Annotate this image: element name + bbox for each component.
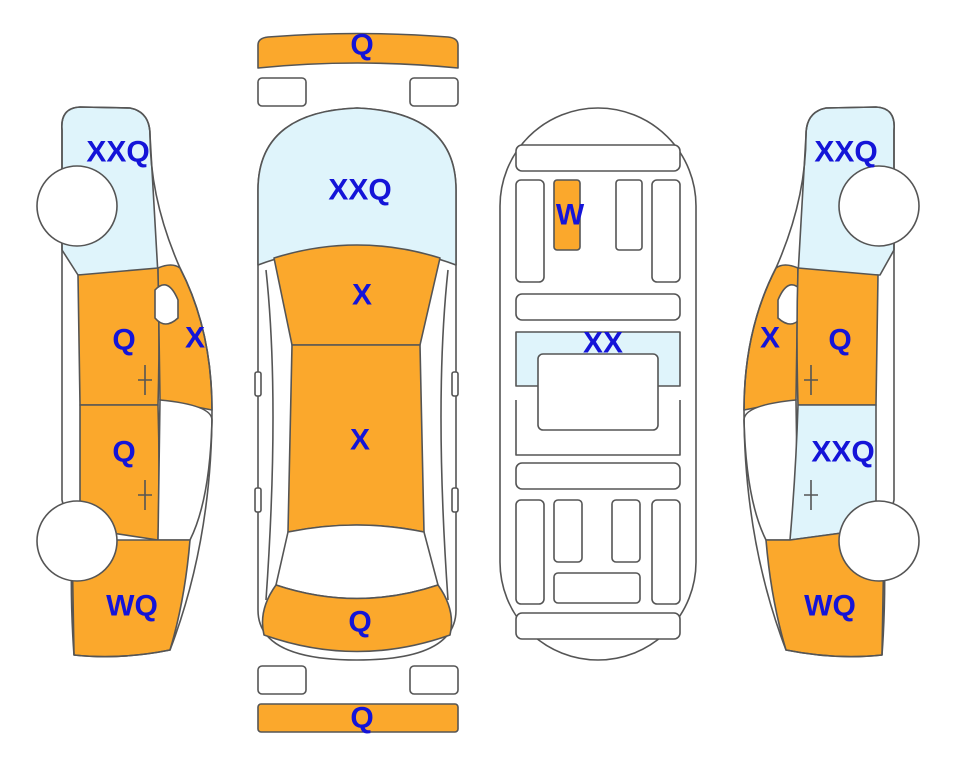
interior-rear-left-seat xyxy=(553,499,583,563)
top-left-mirror xyxy=(254,371,262,397)
front-right-headlight xyxy=(409,77,459,107)
interior-trunk-lid xyxy=(515,612,681,640)
interior-outline xyxy=(499,107,697,661)
label-right-front-glass: XXQ xyxy=(814,136,877,169)
interior-rear-sides xyxy=(515,400,681,456)
interior-front-right-pillar xyxy=(651,179,681,283)
interior-passenger-seat xyxy=(615,179,643,251)
right-side-view: XXQ X Q XXQ WQ xyxy=(743,106,920,658)
label-top-hood: X xyxy=(352,279,372,312)
top-left-handle xyxy=(254,487,262,513)
top-right-handle xyxy=(451,487,459,513)
right-front-wheel xyxy=(838,165,920,247)
interior-rear-bench xyxy=(553,572,641,604)
left-front-handle xyxy=(138,365,152,395)
label-right-rear-quarter: WQ xyxy=(804,590,856,623)
label-top-windshield: XXQ xyxy=(328,174,391,207)
label-top-trunk: Q xyxy=(348,606,371,639)
right-rear-wheel xyxy=(838,500,920,582)
label-right-rear-glass: XXQ xyxy=(811,436,874,469)
right-front-handle xyxy=(804,365,818,395)
left-rear-handle xyxy=(138,480,152,510)
interior-front-left-pillar xyxy=(515,179,545,283)
label-rear-bumper: Q xyxy=(350,702,373,735)
top-view: XXQ X X Q xyxy=(254,107,459,661)
front-bumper-panel[interactable] xyxy=(257,32,459,69)
top-right-mirror xyxy=(451,371,459,397)
right-rear-handle xyxy=(804,480,818,510)
top-trunk-panel[interactable] xyxy=(261,584,453,653)
interior-console-bar xyxy=(515,293,681,321)
label-left-rear-quarter: WQ xyxy=(106,590,158,623)
left-rear-wheel xyxy=(36,500,118,582)
interior-driver-seat[interactable] xyxy=(553,179,581,251)
rear-bumper-group: Q xyxy=(257,665,459,735)
interior-rear-right-seat xyxy=(611,499,641,563)
rear-right-taillight xyxy=(409,665,459,695)
label-left-front-door: Q xyxy=(112,324,135,357)
rear-left-taillight xyxy=(257,665,307,695)
top-right-side-line xyxy=(440,269,449,601)
front-bumper-group: Q xyxy=(257,29,459,107)
left-body-outline xyxy=(61,106,213,658)
interior-rear-bar xyxy=(515,462,681,490)
label-left-rear-door: Q xyxy=(112,436,135,469)
left-front-wheel xyxy=(36,165,118,247)
label-left-front-glass: XXQ xyxy=(86,136,149,169)
label-interior-seat: W xyxy=(556,199,585,232)
label-right-front-door: Q xyxy=(828,324,851,357)
label-left-pillar: X xyxy=(185,322,205,355)
right-body-outline xyxy=(743,106,895,658)
front-left-headlight xyxy=(257,77,307,107)
top-left-side-line xyxy=(265,269,274,601)
label-right-pillar: X xyxy=(760,322,780,355)
interior-view: W XX xyxy=(499,107,697,661)
rear-bumper-panel[interactable] xyxy=(257,703,459,733)
left-side-view: XXQ Q X Q WQ xyxy=(36,106,213,658)
interior-rear-right-pillar xyxy=(651,499,681,605)
label-top-roof: X xyxy=(350,424,370,457)
interior-dashboard xyxy=(515,144,681,172)
left-window-cutout xyxy=(154,284,179,325)
top-hood-panel[interactable] xyxy=(273,244,441,346)
label-interior-middle: XX xyxy=(583,327,623,360)
interior-rear-left-pillar xyxy=(515,499,545,605)
label-front-bumper: Q xyxy=(350,29,373,62)
interior-sunroof xyxy=(537,353,659,431)
top-rear-window xyxy=(275,524,439,600)
